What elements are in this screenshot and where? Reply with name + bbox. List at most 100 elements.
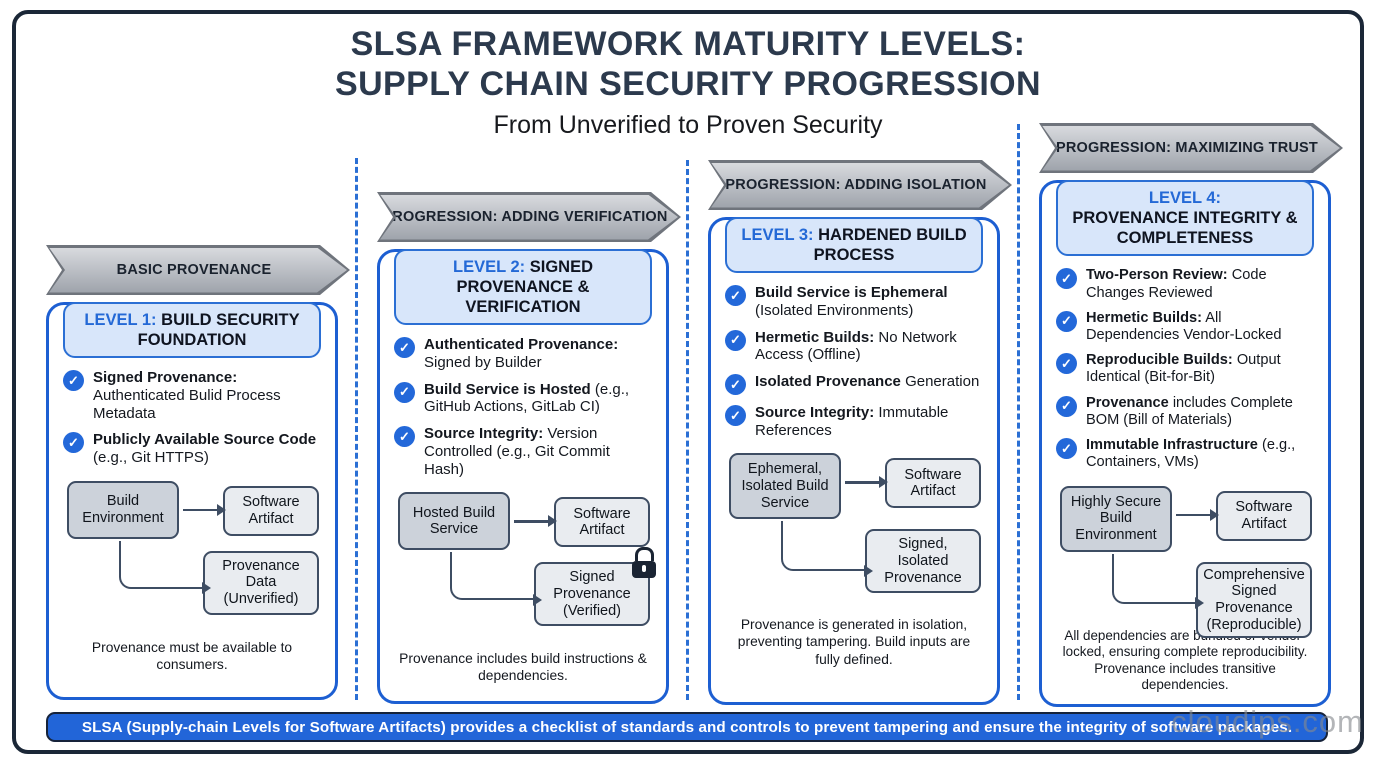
right-arrow-connector bbox=[845, 477, 888, 488]
level-2-card: LEVEL 2: SIGNED PROVENANCE & VERIFICATIO… bbox=[377, 249, 669, 704]
check-icon: ✓ bbox=[1056, 438, 1077, 460]
bullet-text: (e.g., Git HTTPS) bbox=[93, 449, 209, 466]
bullet-text: Version Controlled (e.g., Git Commit Has… bbox=[424, 425, 610, 478]
level-2-title: SIGNED PROVENANCE & VERIFICATION bbox=[456, 258, 593, 317]
check-icon: ✓ bbox=[63, 432, 84, 454]
watermark: cloudips.com bbox=[1171, 704, 1364, 739]
level-1-header: LEVEL 1: BUILD SECURITY FOUNDATION bbox=[63, 302, 321, 359]
level-1-title: BUILD SECURITY FOUNDATION bbox=[137, 311, 300, 350]
flow-artifact-box: Software Artifact bbox=[1216, 490, 1312, 541]
bullet-bold: Source Integrity: bbox=[755, 404, 875, 421]
page-title-line2: SUPPLY CHAIN SECURITY PROGRESSION bbox=[335, 65, 1041, 104]
dashed-separator-3 bbox=[1017, 124, 1020, 700]
progression-arrow-4: PROGRESSION: MAXIMIZING TRUST bbox=[1039, 123, 1343, 173]
level-4-header: LEVEL 4: PROVENANCE INTEGRITY & COMPLETE… bbox=[1056, 180, 1314, 257]
level-3-caption: Provenance is generated in isolation, pr… bbox=[737, 617, 971, 667]
bullet-text: Generation bbox=[905, 373, 980, 390]
bullet-item: ✓ Reproducible Builds: Output Identical … bbox=[1056, 352, 1314, 386]
bullet-text: Signed by Builder bbox=[424, 354, 542, 372]
level-4-flow-diagram: Highly Secure Build Environment Software… bbox=[1054, 482, 1316, 639]
flow-provenance-box: Comprehensive Signed Provenance (Reprodu… bbox=[1196, 561, 1312, 639]
bullet-bold: Signed Provenance: bbox=[93, 369, 238, 387]
bullet-item: ✓ Source Integrity: Version Controlled (… bbox=[394, 425, 652, 478]
dashed-separator-1 bbox=[355, 158, 358, 700]
bullet-text: Authenticated Bulid Process Metadata bbox=[93, 386, 281, 422]
flow-artifact-box: Software Artifact bbox=[554, 497, 650, 548]
right-arrow-connector bbox=[1176, 509, 1219, 520]
footer-text: SLSA (Supply-chain Levels for Software A… bbox=[81, 718, 1293, 736]
level-1-flow-diagram: Build Environment Software Artifact Prov… bbox=[61, 477, 323, 627]
column-level-4: PROGRESSION: MAXIMIZING TRUST LEVEL 4: P… bbox=[1039, 123, 1331, 707]
flow-source-box: Ephemeral, Isolated Build Service bbox=[729, 453, 841, 520]
bullet-text: Code Changes Reviewed bbox=[1086, 267, 1267, 301]
arrow-fill: PROGRESSION: ADDING ISOLATION bbox=[711, 163, 1009, 208]
progression-arrow-3: PROGRESSION: ADDING ISOLATION bbox=[708, 160, 1012, 210]
elbow-arrow-connector bbox=[781, 521, 873, 577]
flow-artifact-box: Software Artifact bbox=[223, 485, 319, 536]
flow-source-box: Hosted Build Service bbox=[398, 492, 510, 551]
bullet-bold: Reproducible Builds: bbox=[1086, 352, 1233, 369]
bullet-item: ✓ Hermetic Builds: All Dependencies Vend… bbox=[1056, 310, 1314, 344]
level-2-caption: Provenance includes build instructions &… bbox=[399, 651, 647, 684]
level-2-header: LEVEL 2: SIGNED PROVENANCE & VERIFICATIO… bbox=[394, 249, 652, 326]
level-3-card: LEVEL 3: HARDENED BUILD PROCESS ✓ Build … bbox=[708, 217, 1000, 705]
lock-icon bbox=[631, 547, 657, 579]
bullet-bold: Hermetic Builds: bbox=[755, 328, 875, 346]
dashed-separator-2 bbox=[686, 160, 689, 700]
level-1-bullets: ✓ Signed Provenance: Authenticated Bulid… bbox=[61, 367, 323, 466]
level-1-card: LEVEL 1: BUILD SECURITY FOUNDATION ✓ Sig… bbox=[46, 302, 338, 700]
progression-arrow-label: BASIC PROVENANCE bbox=[116, 262, 272, 278]
bullet-item: ✓ Immutable Infrastructure (e.g., Contai… bbox=[1056, 437, 1314, 471]
bullet-item: ✓ Isolated Provenance Generation bbox=[725, 373, 983, 395]
level-4-title: PROVENANCE INTEGRITY & COMPLETENESS bbox=[1072, 209, 1298, 248]
flow-provenance-box: Signed, Isolated Provenance bbox=[865, 529, 981, 594]
bullet-bold: Build Service is Ephemeral bbox=[755, 284, 948, 302]
level-4-number: LEVEL 4: bbox=[1148, 189, 1222, 207]
check-icon: ✓ bbox=[1056, 353, 1077, 375]
check-icon: ✓ bbox=[725, 374, 746, 395]
check-icon: ✓ bbox=[394, 337, 415, 359]
bullet-text: includes Complete BOM (Bill of Materials… bbox=[1086, 394, 1293, 428]
flow-source-box: Build Environment bbox=[67, 480, 179, 539]
bullet-bold: Hermetic Builds: bbox=[1086, 309, 1202, 326]
arrow-fill: PROGRESSION: MAXIMIZING TRUST bbox=[1042, 126, 1340, 171]
elbow-arrow-connector bbox=[119, 540, 211, 595]
elbow-arrow-connector bbox=[1112, 553, 1204, 610]
bullet-item: ✓ Signed Provenance: Authenticated Bulid… bbox=[63, 369, 321, 422]
arrow-fill: BASIC PROVENANCE bbox=[49, 248, 347, 293]
level-1-caption: Provenance must be available to consumer… bbox=[91, 639, 293, 672]
bullet-bold: Immutable Infrastructure bbox=[1086, 437, 1258, 454]
level-3-header: LEVEL 3: HARDENED BUILD PROCESS bbox=[725, 217, 983, 274]
bullet-text: (e.g., GitHub Actions, GitLab CI) bbox=[424, 380, 630, 416]
check-icon: ✓ bbox=[1056, 310, 1077, 332]
bullet-text: Output Identical (Bit-for-Bit) bbox=[1086, 352, 1281, 386]
bullet-item: ✓ Source Integrity: Immutable References bbox=[725, 404, 983, 439]
check-icon: ✓ bbox=[394, 426, 415, 448]
bullet-bold: Build Service is Hosted bbox=[424, 380, 591, 398]
page-subtitle: From Unverified to Proven Security bbox=[493, 111, 883, 140]
flow-provenance-box: Provenance Data (Unverified) bbox=[203, 550, 319, 615]
flow-provenance-box: Signed Provenance (Verified) bbox=[534, 547, 656, 627]
bullet-bold: Isolated Provenance bbox=[755, 373, 901, 390]
right-arrow-connector bbox=[514, 516, 557, 527]
bullet-bold: Publicly Available Source Code bbox=[93, 431, 317, 449]
check-icon: ✓ bbox=[725, 405, 746, 426]
bullet-text: All Dependencies Vendor-Locked bbox=[1086, 309, 1282, 344]
level-1-number: LEVEL 1: bbox=[84, 311, 157, 329]
bullet-text: No Network Access (Offline) bbox=[755, 328, 957, 364]
bullet-item: ✓ Publicly Available Source Code (e.g., … bbox=[63, 431, 321, 466]
check-icon: ✓ bbox=[394, 381, 415, 403]
check-icon: ✓ bbox=[725, 329, 746, 351]
level-3-bullets: ✓ Build Service is Ephemeral (Isolated E… bbox=[723, 282, 985, 439]
right-arrow-connector bbox=[183, 504, 226, 515]
progression-arrow-1: BASIC PROVENANCE bbox=[46, 245, 350, 295]
bullet-text: (e.g., Containers, VMs) bbox=[1086, 437, 1296, 471]
column-level-3: PROGRESSION: ADDING ISOLATION LEVEL 3: H… bbox=[708, 160, 1000, 705]
check-icon: ✓ bbox=[63, 370, 84, 392]
progression-arrow-2: PROGRESSION: ADDING VERIFICATION bbox=[377, 192, 681, 242]
bullet-text: (Isolated Environments) bbox=[755, 301, 914, 319]
level-2-flow-diagram: Hosted Build Service Software Artifact S… bbox=[392, 488, 656, 638]
level-4-bullets: ✓ Two-Person Review: Code Changes Review… bbox=[1054, 265, 1316, 471]
bullet-item: ✓ Two-Person Review: Code Changes Review… bbox=[1056, 267, 1314, 301]
